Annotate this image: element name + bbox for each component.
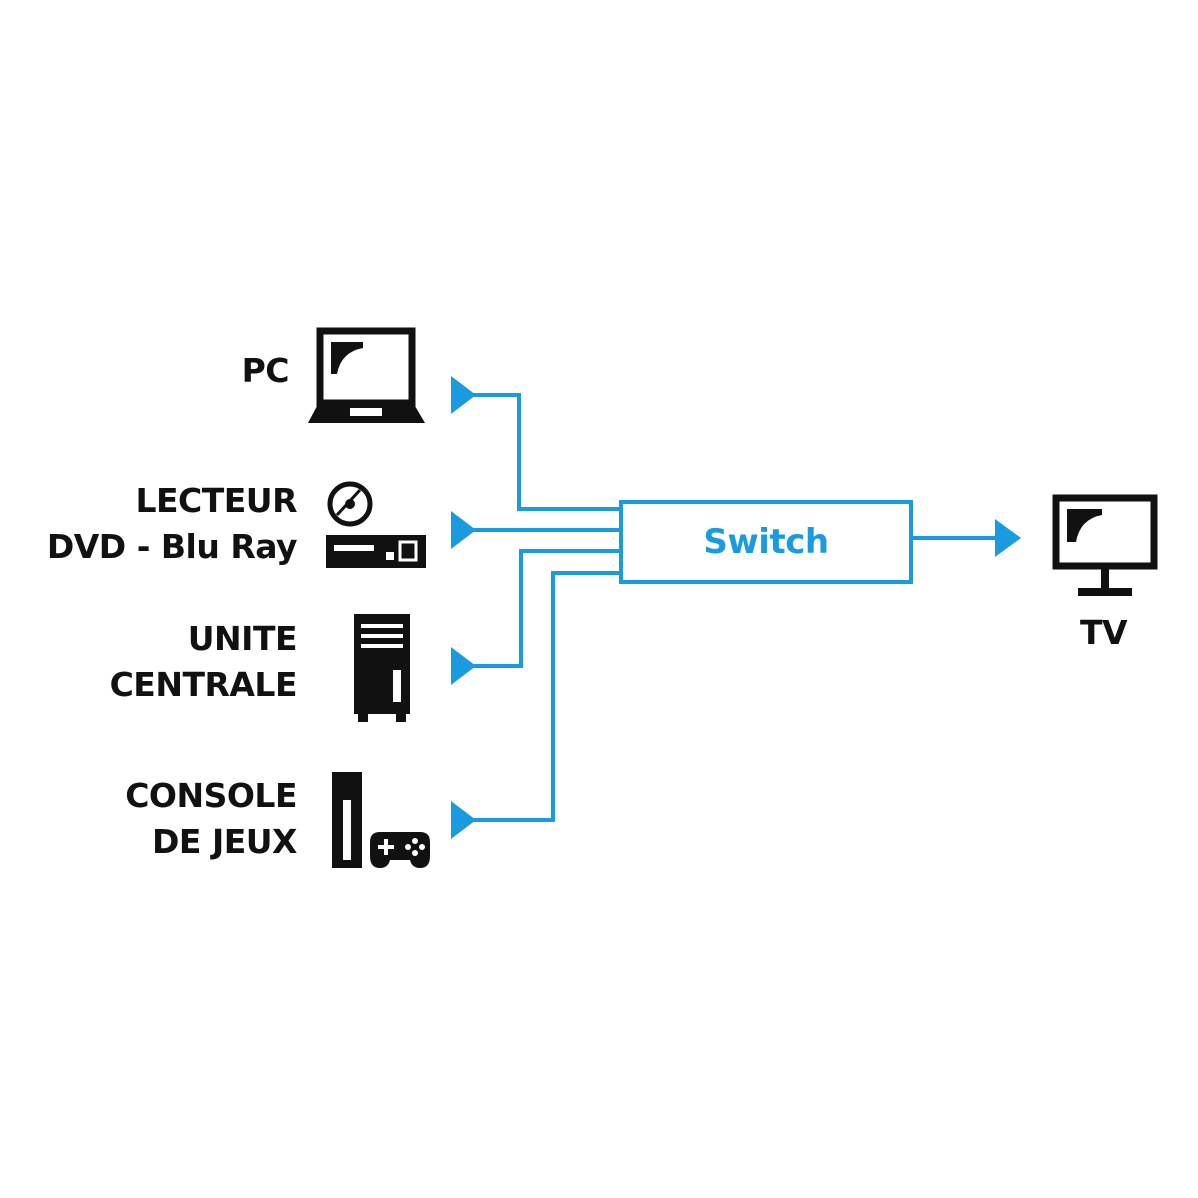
dvd-bluray-player-icon	[326, 481, 426, 568]
game-console-icon	[332, 772, 430, 868]
desktop-tower-icon	[354, 614, 410, 722]
label-line: CONSOLE	[125, 776, 297, 815]
arrow-console	[451, 801, 476, 839]
label-line: TV	[1080, 613, 1128, 652]
label-line: DVD - Blu Ray	[46, 527, 298, 566]
label-line: PC	[241, 351, 290, 390]
switch-label: Switch	[703, 522, 829, 562]
label-line: LECTEUR	[135, 481, 297, 520]
label-unite-centrale: UNITE CENTRALE	[109, 616, 298, 708]
arrow-pc	[451, 376, 476, 414]
wire-pc	[470, 393, 619, 511]
label-line: DE JEUX	[152, 822, 297, 861]
label-dvd-bluray: LECTEUR DVD - Blu Ray	[46, 478, 298, 570]
arrow-tv	[995, 519, 1021, 557]
disc-icon	[327, 481, 373, 527]
label-console-de-jeux: CONSOLE DE JEUX	[125, 773, 297, 865]
laptop-icon	[308, 327, 425, 423]
label-line: UNITE	[187, 619, 298, 658]
switch-box: Switch	[619, 500, 913, 584]
wire-console	[470, 571, 619, 822]
label-line: CENTRALE	[109, 665, 298, 704]
arrow-unite-centrale	[451, 647, 476, 685]
label-pc: PC	[241, 348, 290, 394]
wire-unite-centrale	[470, 549, 619, 668]
arrow-dvd	[451, 511, 476, 549]
tv-icon	[1052, 494, 1158, 596]
label-tv: TV	[1080, 610, 1128, 656]
